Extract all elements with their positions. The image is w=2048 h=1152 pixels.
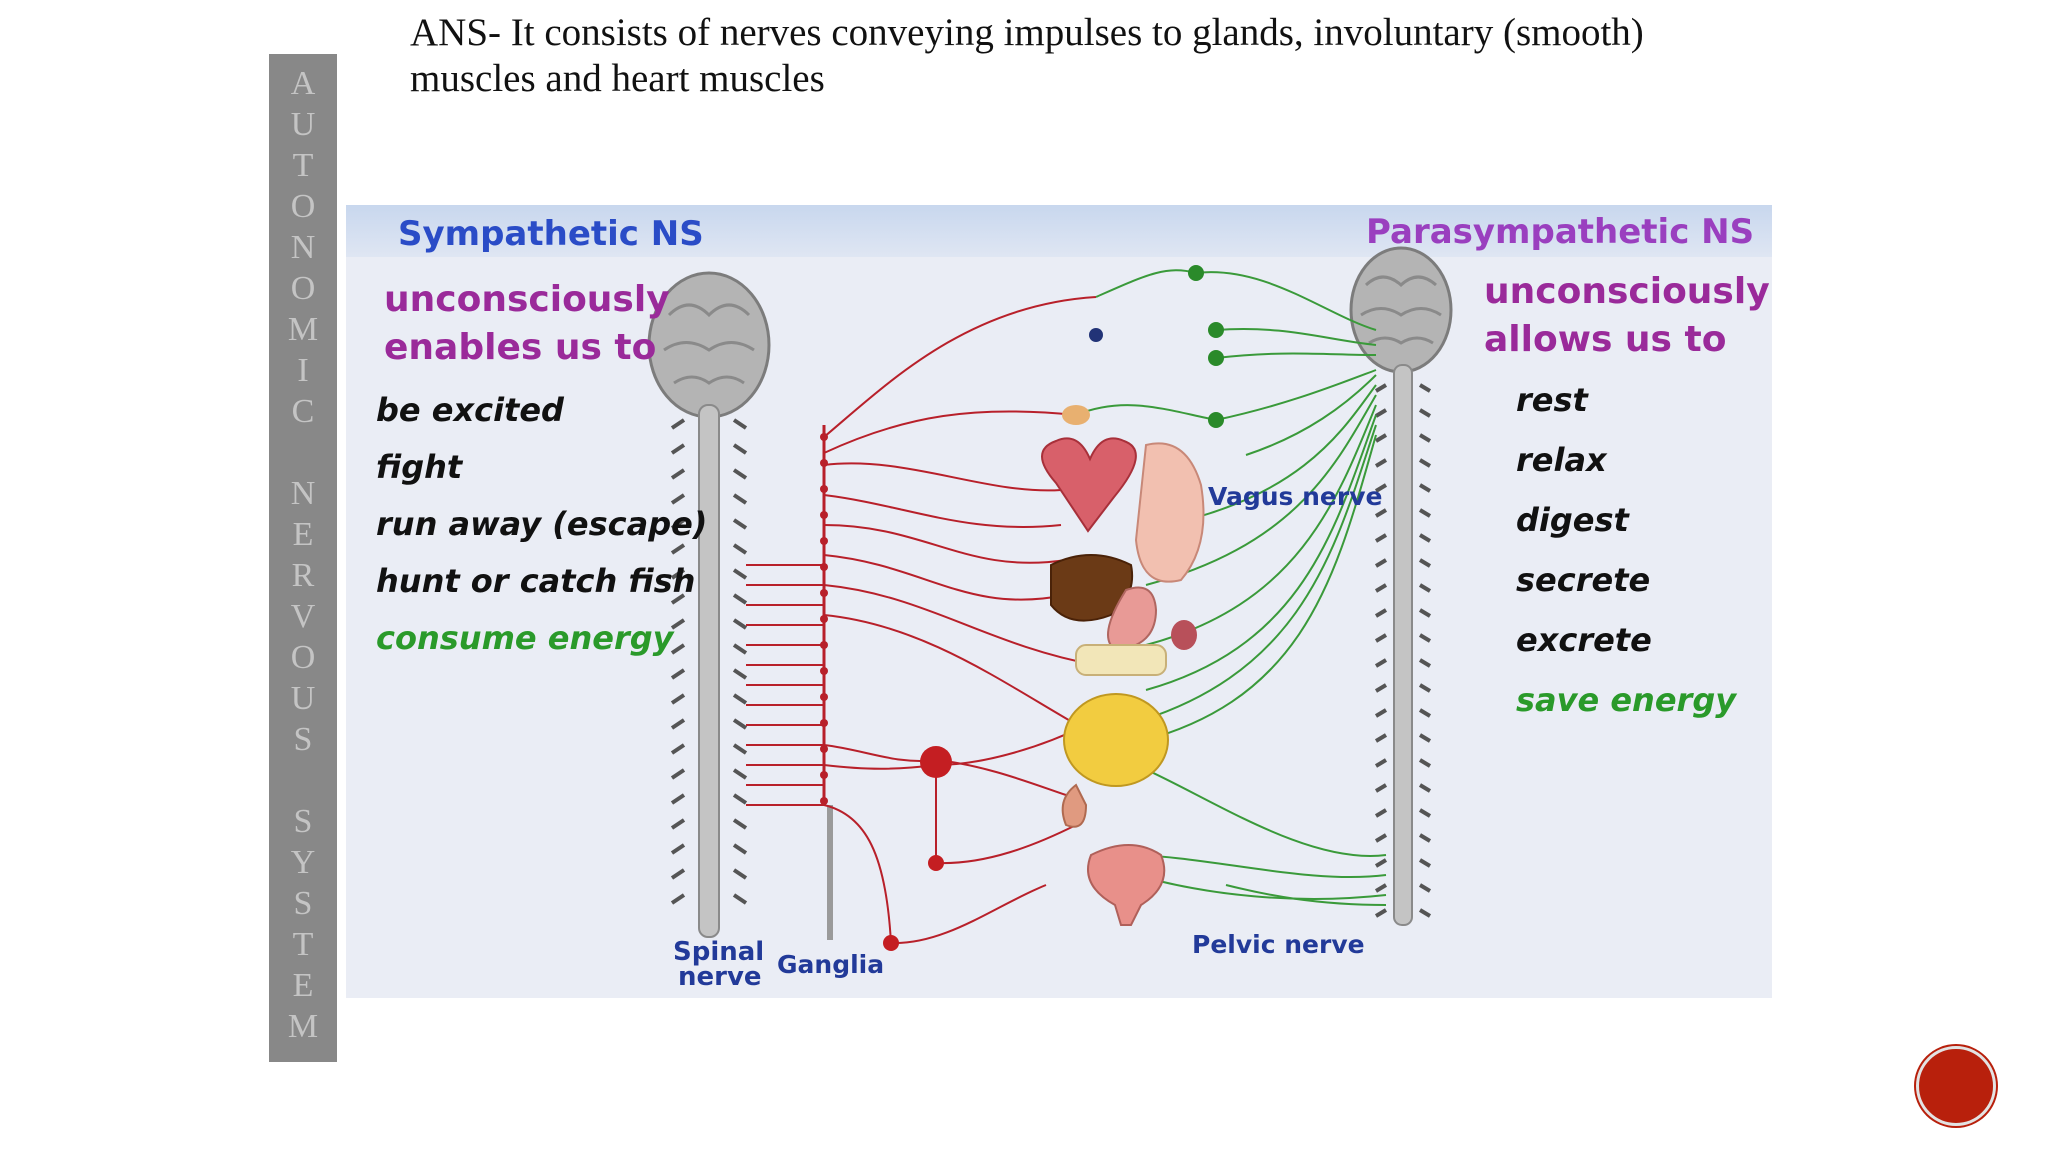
sympathetic-intro-line1: unconsciously	[384, 279, 670, 320]
side-title-letter: O	[290, 270, 316, 307]
slide-heading: ANS- It consists of nerves conveying imp…	[410, 11, 1644, 100]
nervous-system-diagram: Sympathetic NS Parasympathetic NS uncons…	[346, 205, 1772, 998]
side-title-letter: T	[292, 147, 314, 184]
lung-organ-icon	[1134, 442, 1205, 583]
ganglia-chain	[820, 425, 833, 940]
sympathetic-action: be excited	[376, 391, 564, 429]
side-title-letter: M	[287, 311, 319, 348]
pelvic-nerve-label: Pelvic nerve	[1192, 930, 1365, 959]
parasympathetic-ganglion	[1188, 265, 1204, 281]
sympathetic-action: fight	[376, 448, 463, 486]
left-spinal-cord	[698, 404, 720, 938]
sympathetic-intro-line2: enables us to	[384, 327, 657, 368]
ganglion-node	[920, 746, 952, 778]
right-spinal-cord	[1393, 364, 1413, 926]
bladder-organ-icon	[1087, 844, 1166, 926]
sympathetic-nerve-paths	[746, 296, 1097, 945]
right-spinal-nerves	[1374, 383, 1432, 918]
parasympathetic-ganglion	[1208, 412, 1224, 428]
parasympathetic-action: secrete	[1516, 561, 1651, 599]
side-title-letter: O	[290, 188, 316, 225]
parasympathetic-action: digest	[1516, 501, 1629, 539]
sympathetic-energy: consume energy	[376, 619, 674, 657]
spleen-organ-icon	[1171, 620, 1197, 650]
diagram-title-strip	[346, 205, 1772, 257]
intestine-organ-icon	[1063, 693, 1169, 787]
side-title-letter: U	[290, 106, 316, 143]
side-title-letter: O	[290, 639, 316, 676]
side-title-letter: M	[287, 1008, 319, 1045]
parasympathetic-energy: save energy	[1516, 681, 1737, 719]
next-slide-button[interactable]	[1916, 1046, 1996, 1126]
kidney-organ-icon	[1061, 783, 1088, 828]
parasympathetic-action: rest	[1516, 381, 1588, 419]
side-title-letter: C	[291, 393, 315, 430]
side-title-letter: T	[292, 926, 314, 963]
stomach-organ-icon	[1107, 586, 1158, 652]
parasympathetic-intro-line1: unconsciously	[1484, 271, 1770, 312]
sympathetic-action: run away (escape)	[376, 505, 708, 543]
side-title-letter: U	[290, 680, 316, 717]
parasympathetic-ganglion	[1208, 322, 1224, 338]
parasympathetic-action: excrete	[1516, 621, 1652, 659]
side-title-letter: E	[292, 967, 314, 1004]
side-title-letter: Y	[290, 844, 316, 881]
side-title-letter: V	[290, 598, 316, 635]
parasympathetic-action: relax	[1516, 441, 1607, 479]
heart-organ-icon	[1041, 437, 1137, 533]
side-title-letter: N	[290, 475, 316, 512]
parasympathetic-title: Parasympathetic NS	[1366, 212, 1755, 252]
diagram-illustration	[647, 246, 1453, 951]
gland-organ-icon	[1062, 405, 1090, 425]
spinal-nerve-label-line1: Spinal	[673, 937, 765, 967]
side-title-letter: E	[292, 516, 314, 553]
side-title-letter: A	[290, 65, 316, 102]
pancreas-organ-icon	[1075, 644, 1167, 676]
parasympathetic-nerve-paths	[1075, 269, 1387, 906]
side-title-bar: A U T O N O M I C N E R V O U S S Y S T …	[269, 54, 337, 1062]
ganglia-label: Ganglia	[777, 950, 885, 979]
ganglion-node	[883, 935, 899, 951]
side-title-letter: I	[297, 352, 309, 389]
right-brain-icon	[1349, 246, 1453, 374]
side-title-letter: S	[293, 721, 313, 758]
side-title-letter: S	[293, 803, 313, 840]
parasympathetic-ganglion	[1208, 350, 1224, 366]
spinal-nerve-label-line2: nerve	[678, 962, 762, 992]
side-title-letter: R	[291, 557, 315, 594]
left-spinal-nerves	[670, 418, 748, 905]
sympathetic-title: Sympathetic NS	[398, 214, 704, 254]
eye-organ-icon	[1089, 328, 1103, 342]
sympathetic-action: hunt or catch fish	[376, 562, 696, 600]
side-title-letter: N	[290, 229, 316, 266]
vagus-nerve-label: Vagus nerve	[1208, 482, 1383, 511]
parasympathetic-intro-line2: allows us to	[1484, 319, 1727, 360]
ganglion-node	[928, 855, 944, 871]
side-title-letter: S	[293, 885, 313, 922]
